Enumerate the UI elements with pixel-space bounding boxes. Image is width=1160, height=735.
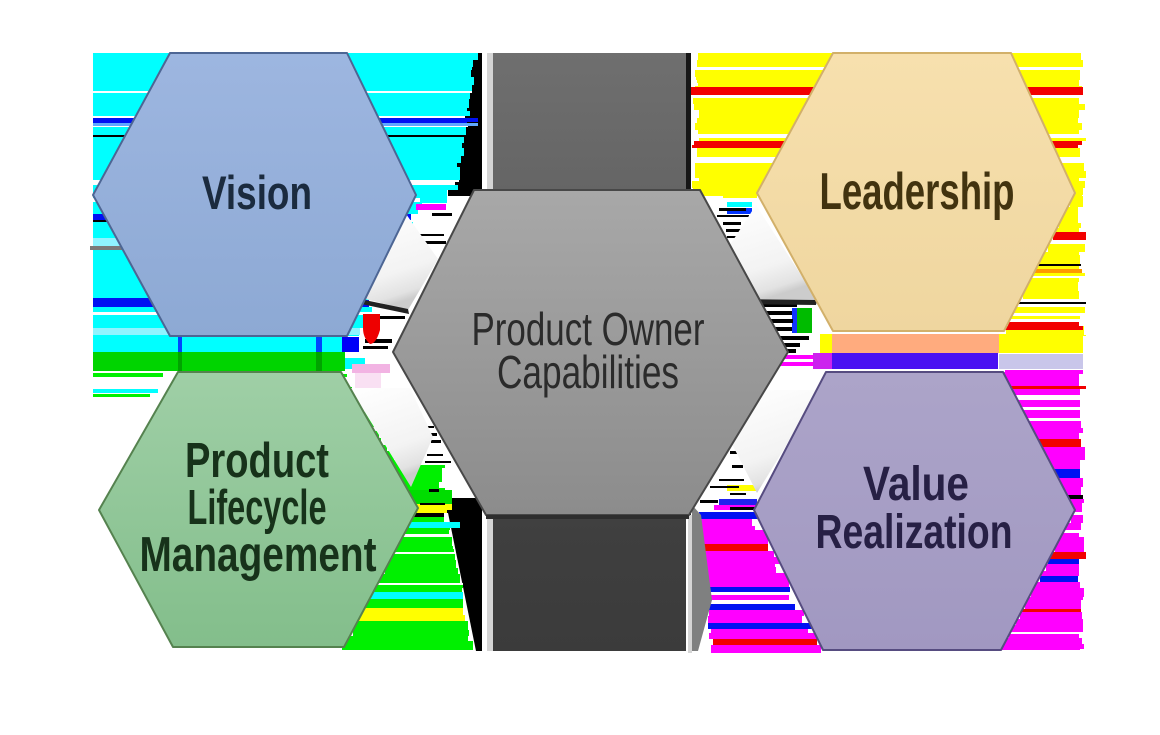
- svg-text:Lifecycle: Lifecycle: [188, 481, 327, 535]
- svg-text:Management: Management: [140, 528, 377, 582]
- svg-text:Value: Value: [863, 458, 969, 511]
- svg-text:Vision: Vision: [202, 166, 312, 219]
- svg-text:Product Owner: Product Owner: [472, 303, 705, 355]
- svg-text:Capabilities: Capabilities: [497, 346, 679, 398]
- svg-text:Realization: Realization: [816, 506, 1013, 559]
- svg-text:Leadership: Leadership: [820, 163, 1015, 221]
- svg-text:Product: Product: [185, 434, 329, 488]
